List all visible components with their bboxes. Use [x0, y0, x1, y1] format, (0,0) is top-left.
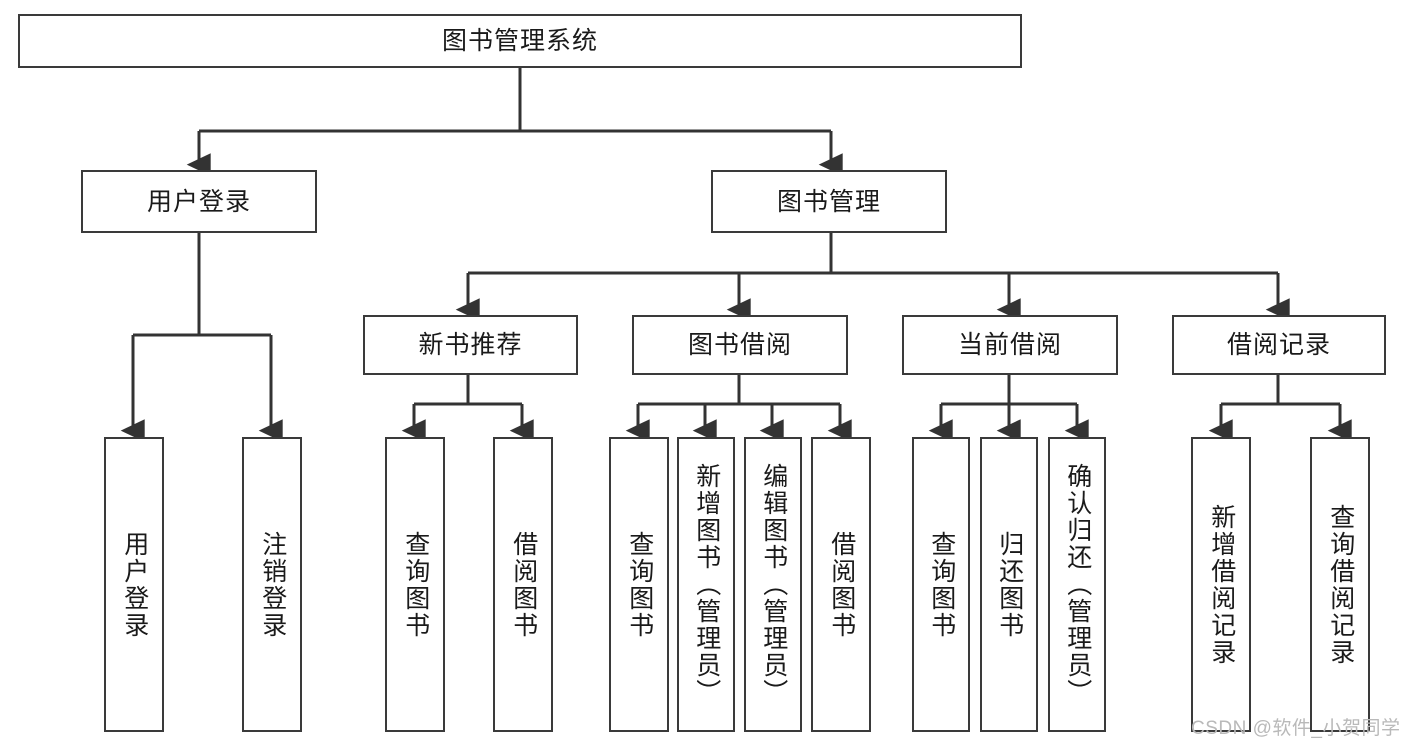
node-root-system[interactable]: 图书管理系统 [18, 14, 1022, 68]
leaf-borrow-books-new[interactable]: 借阅图书 [493, 437, 553, 732]
leaf-edit-book-admin[interactable]: 编辑图书（管理员） [744, 437, 802, 732]
node-current-borrowing[interactable]: 当前借阅 [902, 315, 1118, 375]
leaf-label: 新增借阅记录 [1207, 503, 1236, 666]
leaf-label: 借阅图书 [509, 530, 538, 639]
leaf-query-borrow-record[interactable]: 查询借阅记录 [1310, 437, 1370, 732]
leaf-label: 查询图书 [927, 530, 956, 639]
leaf-label: 新增图书（管理员） [692, 463, 721, 706]
leaf-label: 归还图书 [995, 530, 1024, 639]
node-borrow-records[interactable]: 借阅记录 [1172, 315, 1386, 375]
leaf-label: 查询借阅记录 [1326, 503, 1355, 666]
leaf-add-book-admin[interactable]: 新增图书（管理员） [677, 437, 735, 732]
leaf-query-books-current[interactable]: 查询图书 [912, 437, 970, 732]
leaf-user-login[interactable]: 用户登录 [104, 437, 164, 732]
csdn-watermark: CSDN @软件_小贺同学 [1191, 718, 1401, 739]
leaf-add-borrow-record[interactable]: 新增借阅记录 [1191, 437, 1251, 732]
node-book-management[interactable]: 图书管理 [711, 170, 947, 233]
leaf-label: 查询图书 [401, 530, 430, 639]
leaf-query-books-new[interactable]: 查询图书 [385, 437, 445, 732]
leaf-label: 注销登录 [258, 530, 287, 639]
node-user-login[interactable]: 用户登录 [81, 170, 317, 233]
leaf-label: 借阅图书 [827, 530, 856, 639]
leaf-query-books-borrow[interactable]: 查询图书 [609, 437, 669, 732]
leaf-label: 用户登录 [120, 530, 149, 639]
leaf-logout[interactable]: 注销登录 [242, 437, 302, 732]
leaf-return-books[interactable]: 归还图书 [980, 437, 1038, 732]
leaf-label: 查询图书 [625, 530, 654, 639]
node-book-borrowing[interactable]: 图书借阅 [632, 315, 848, 375]
leaf-label: 确认归还（管理员） [1063, 463, 1092, 706]
leaf-label: 编辑图书（管理员） [759, 463, 788, 706]
leaf-borrow-books[interactable]: 借阅图书 [811, 437, 871, 732]
node-new-book-recommendation[interactable]: 新书推荐 [363, 315, 578, 375]
leaf-confirm-return-admin[interactable]: 确认归还（管理员） [1048, 437, 1106, 732]
